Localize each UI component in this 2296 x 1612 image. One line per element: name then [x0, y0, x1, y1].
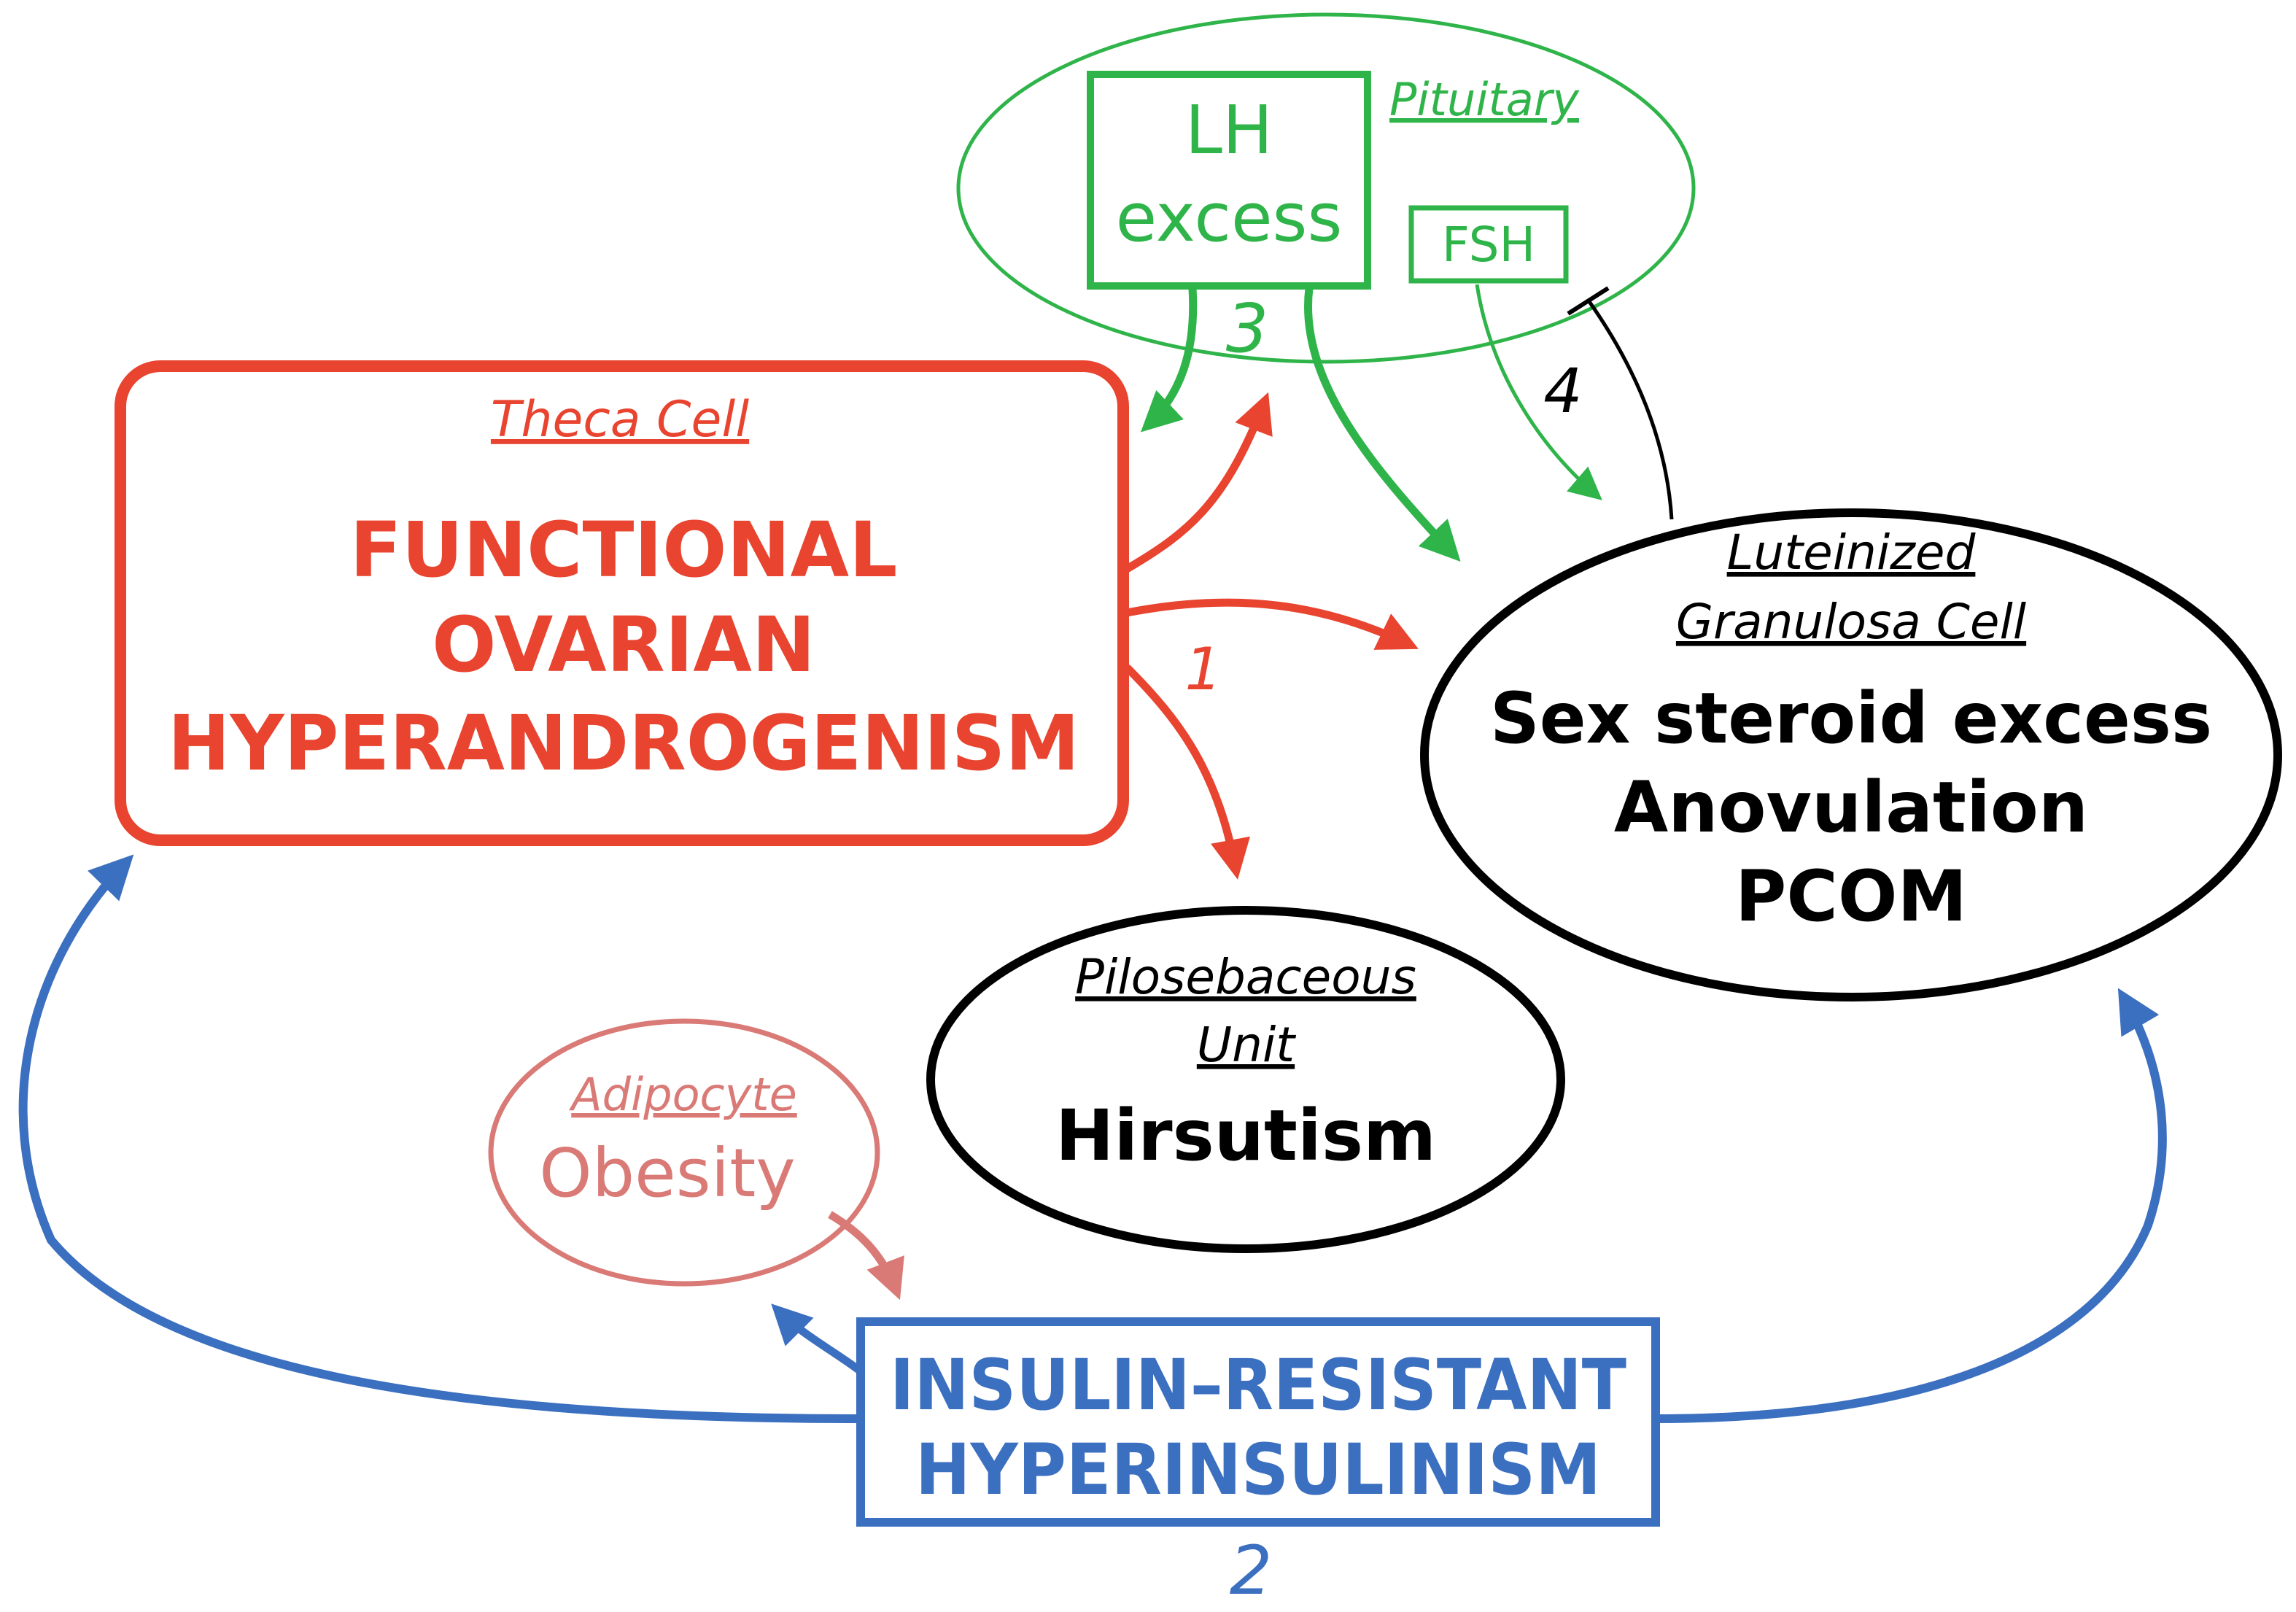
arrow-lh-to-granulosa: [1304, 287, 1461, 562]
arrow-theca-to-pituitary: [1125, 392, 1273, 573]
arrow-lh-to-theca: [1140, 287, 1198, 433]
lh-excess-box: [1087, 71, 1371, 290]
pathway-number-3: 3: [1226, 290, 1269, 368]
pilosebaceous-label-line1: Pilosebaceous: [1075, 949, 1416, 1005]
granulosa-anovulation: Anovulation: [1614, 767, 2088, 848]
arrow-adipocyte-to-insulin: [828, 1211, 904, 1301]
pathway-number-4: 4: [1543, 355, 1582, 427]
insulin-resistant-line1: INSULIN–RESISTANT: [890, 1344, 1626, 1426]
pilosebaceous-unit-ellipse: [926, 906, 1565, 1253]
pathway-number-1: 1: [1185, 635, 1222, 703]
pituitary-label: Pituitary: [1389, 73, 1580, 126]
pilosebaceous-label-line2: Unit: [1197, 1017, 1296, 1073]
obesity-label: Obesity: [539, 1134, 795, 1212]
granulosa-cell-ellipse: [1420, 508, 2282, 1001]
theca-line-ovarian: OVARIAN: [432, 600, 815, 689]
pituitary-ellipse: [956, 12, 1696, 364]
theca-line-functional: FUNCTIONAL: [350, 505, 898, 594]
theca-line-hyperandrogenism: HYPERANDROGENISM: [168, 699, 1079, 788]
adipocyte-label: Adipocyte: [568, 1068, 797, 1121]
lh-label: LH: [1185, 91, 1273, 169]
arrow-insulin-to-granulosa: [1655, 988, 2167, 1423]
adipocyte-ellipse: [488, 1018, 880, 1287]
arrow-fsh-to-granulosa: [1475, 284, 1602, 500]
arrow-insulin-to-adipocyte: [771, 1303, 864, 1375]
granulosa-pcom: PCOM: [1735, 856, 1967, 937]
granulosa-label-line1: Luteinized: [1727, 524, 1977, 581]
pathway-number-2: 2: [1230, 1532, 1273, 1610]
theca-cell-label: Theca Cell: [491, 391, 749, 449]
inhibition-granulosa-to-pituitary: [1586, 299, 1674, 520]
granulosa-label-line2: Granulosa Cell: [1676, 594, 2027, 650]
fsh-box: [1408, 205, 1569, 284]
lh-excess-label: excess: [1116, 179, 1343, 257]
inhibition-bar: [1567, 286, 1610, 316]
insulin-resistant-line2: HYPERINSULINISM: [915, 1429, 1601, 1511]
arrow-insulin-to-theca: [18, 854, 861, 1423]
arrow-theca-to-granulosa: [1125, 598, 1419, 650]
arrow-theca-to-pilosebaceous: [1124, 664, 1251, 880]
theca-cell-box: [115, 360, 1129, 846]
fsh-label: FSH: [1442, 217, 1535, 273]
hirsutism-label: Hirsutism: [1055, 1095, 1436, 1177]
granulosa-sex-steroid-excess: Sex steroid excess: [1490, 678, 2212, 759]
